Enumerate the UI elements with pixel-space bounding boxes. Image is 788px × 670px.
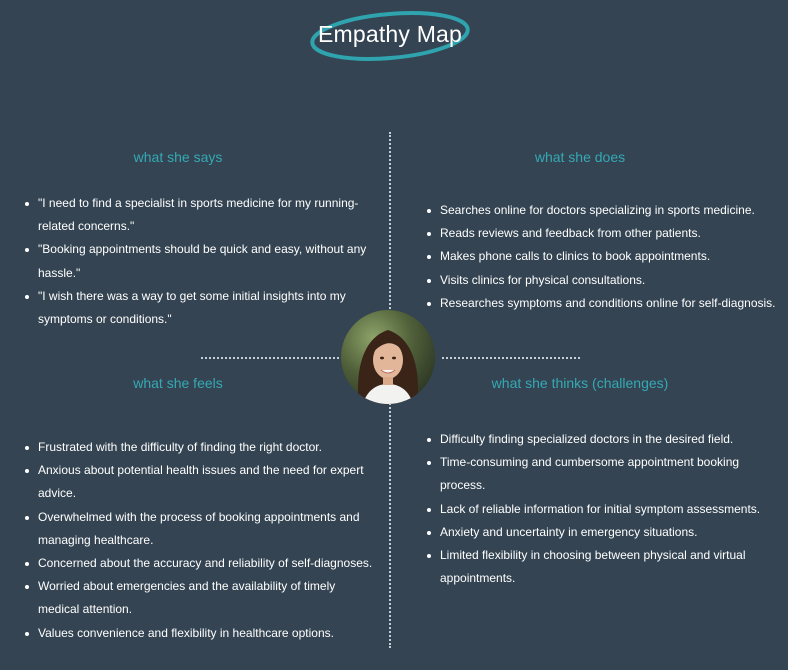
persona-portrait-image: [341, 310, 435, 404]
section-title-thinks: what she thinks (challenges): [491, 375, 669, 391]
does-item: Visits clinics for physical consultation…: [427, 269, 785, 292]
feels-item: Anxious about potential health issues an…: [25, 459, 375, 505]
thinks-item: Difficulty finding specialized doctors i…: [427, 428, 772, 451]
thinks-item: Lack of reliable information for initial…: [427, 498, 772, 521]
says-item: "I wish there was a way to get some init…: [25, 285, 370, 331]
thinks-list: Difficulty finding specialized doctors i…: [427, 428, 772, 590]
title-badge: Empathy Map: [300, 2, 480, 66]
says-list: "I need to find a specialist in sports m…: [25, 192, 370, 331]
does-list: Searches online for doctors specializing…: [427, 199, 785, 315]
feels-item: Concerned about the accuracy and reliabi…: [25, 552, 375, 575]
section-title-feels: what she feels: [133, 375, 223, 391]
thinks-item: Limited flexibility in choosing between …: [427, 544, 772, 590]
feels-item: Overwhelmed with the process of booking …: [25, 506, 375, 552]
thinks-item: Time-consuming and cumbersome appointmen…: [427, 451, 772, 497]
title-ellipse-ring: [310, 11, 470, 61]
section-title-says: what she says: [133, 149, 223, 165]
does-item: Makes phone calls to clinics to book app…: [427, 245, 785, 268]
section-title-does: what she does: [534, 149, 626, 165]
feels-item: Values convenience and flexibility in he…: [25, 622, 375, 645]
does-item: Researches symptoms and conditions onlin…: [427, 292, 785, 315]
says-item: "Booking appointments should be quick an…: [25, 238, 370, 284]
feels-item: Frustrated with the difficulty of findin…: [25, 436, 375, 459]
says-item: "I need to find a specialist in sports m…: [25, 192, 370, 238]
page-title: Empathy Map: [317, 21, 463, 47]
thinks-item: Anxiety and uncertainty in emergency sit…: [427, 521, 772, 544]
horizontal-divider-right: [442, 357, 580, 359]
avatar: [341, 310, 435, 404]
does-item: Reads reviews and feedback from other pa…: [427, 222, 785, 245]
feels-item: Worried about emergencies and the availa…: [25, 575, 375, 621]
feels-list: Frustrated with the difficulty of findin…: [25, 436, 375, 645]
does-item: Searches online for doctors specializing…: [427, 199, 785, 222]
horizontal-divider-left: [201, 357, 339, 359]
